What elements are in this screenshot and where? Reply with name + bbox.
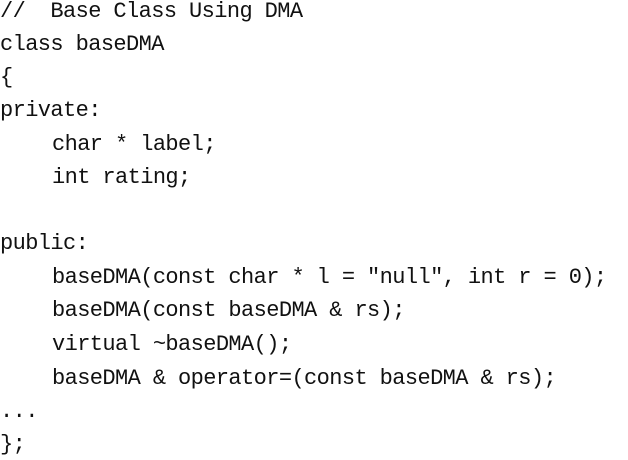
code-line-close-brace: }; [0,432,26,457]
code-line-destructor: virtual ~baseDMA(); [52,332,292,357]
code-line-constructor: baseDMA(const char * l = "null", int r =… [52,265,607,290]
code-line-class-declaration: class baseDMA [0,32,164,57]
code-line-public-label: public: [0,231,89,256]
code-line-comment: // Base Class Using DMA [0,0,303,24]
code-line-ellipsis: ... [0,399,38,424]
code-line-open-brace: { [0,65,13,90]
code-line-private-label: private: [0,98,101,123]
code-line-label-member: char * label; [52,132,216,157]
code-line-assignment-operator: baseDMA & operator=(const baseDMA & rs); [52,366,557,391]
code-line-copy-constructor: baseDMA(const baseDMA & rs); [52,298,405,323]
code-line-rating-member: int rating; [52,165,191,190]
